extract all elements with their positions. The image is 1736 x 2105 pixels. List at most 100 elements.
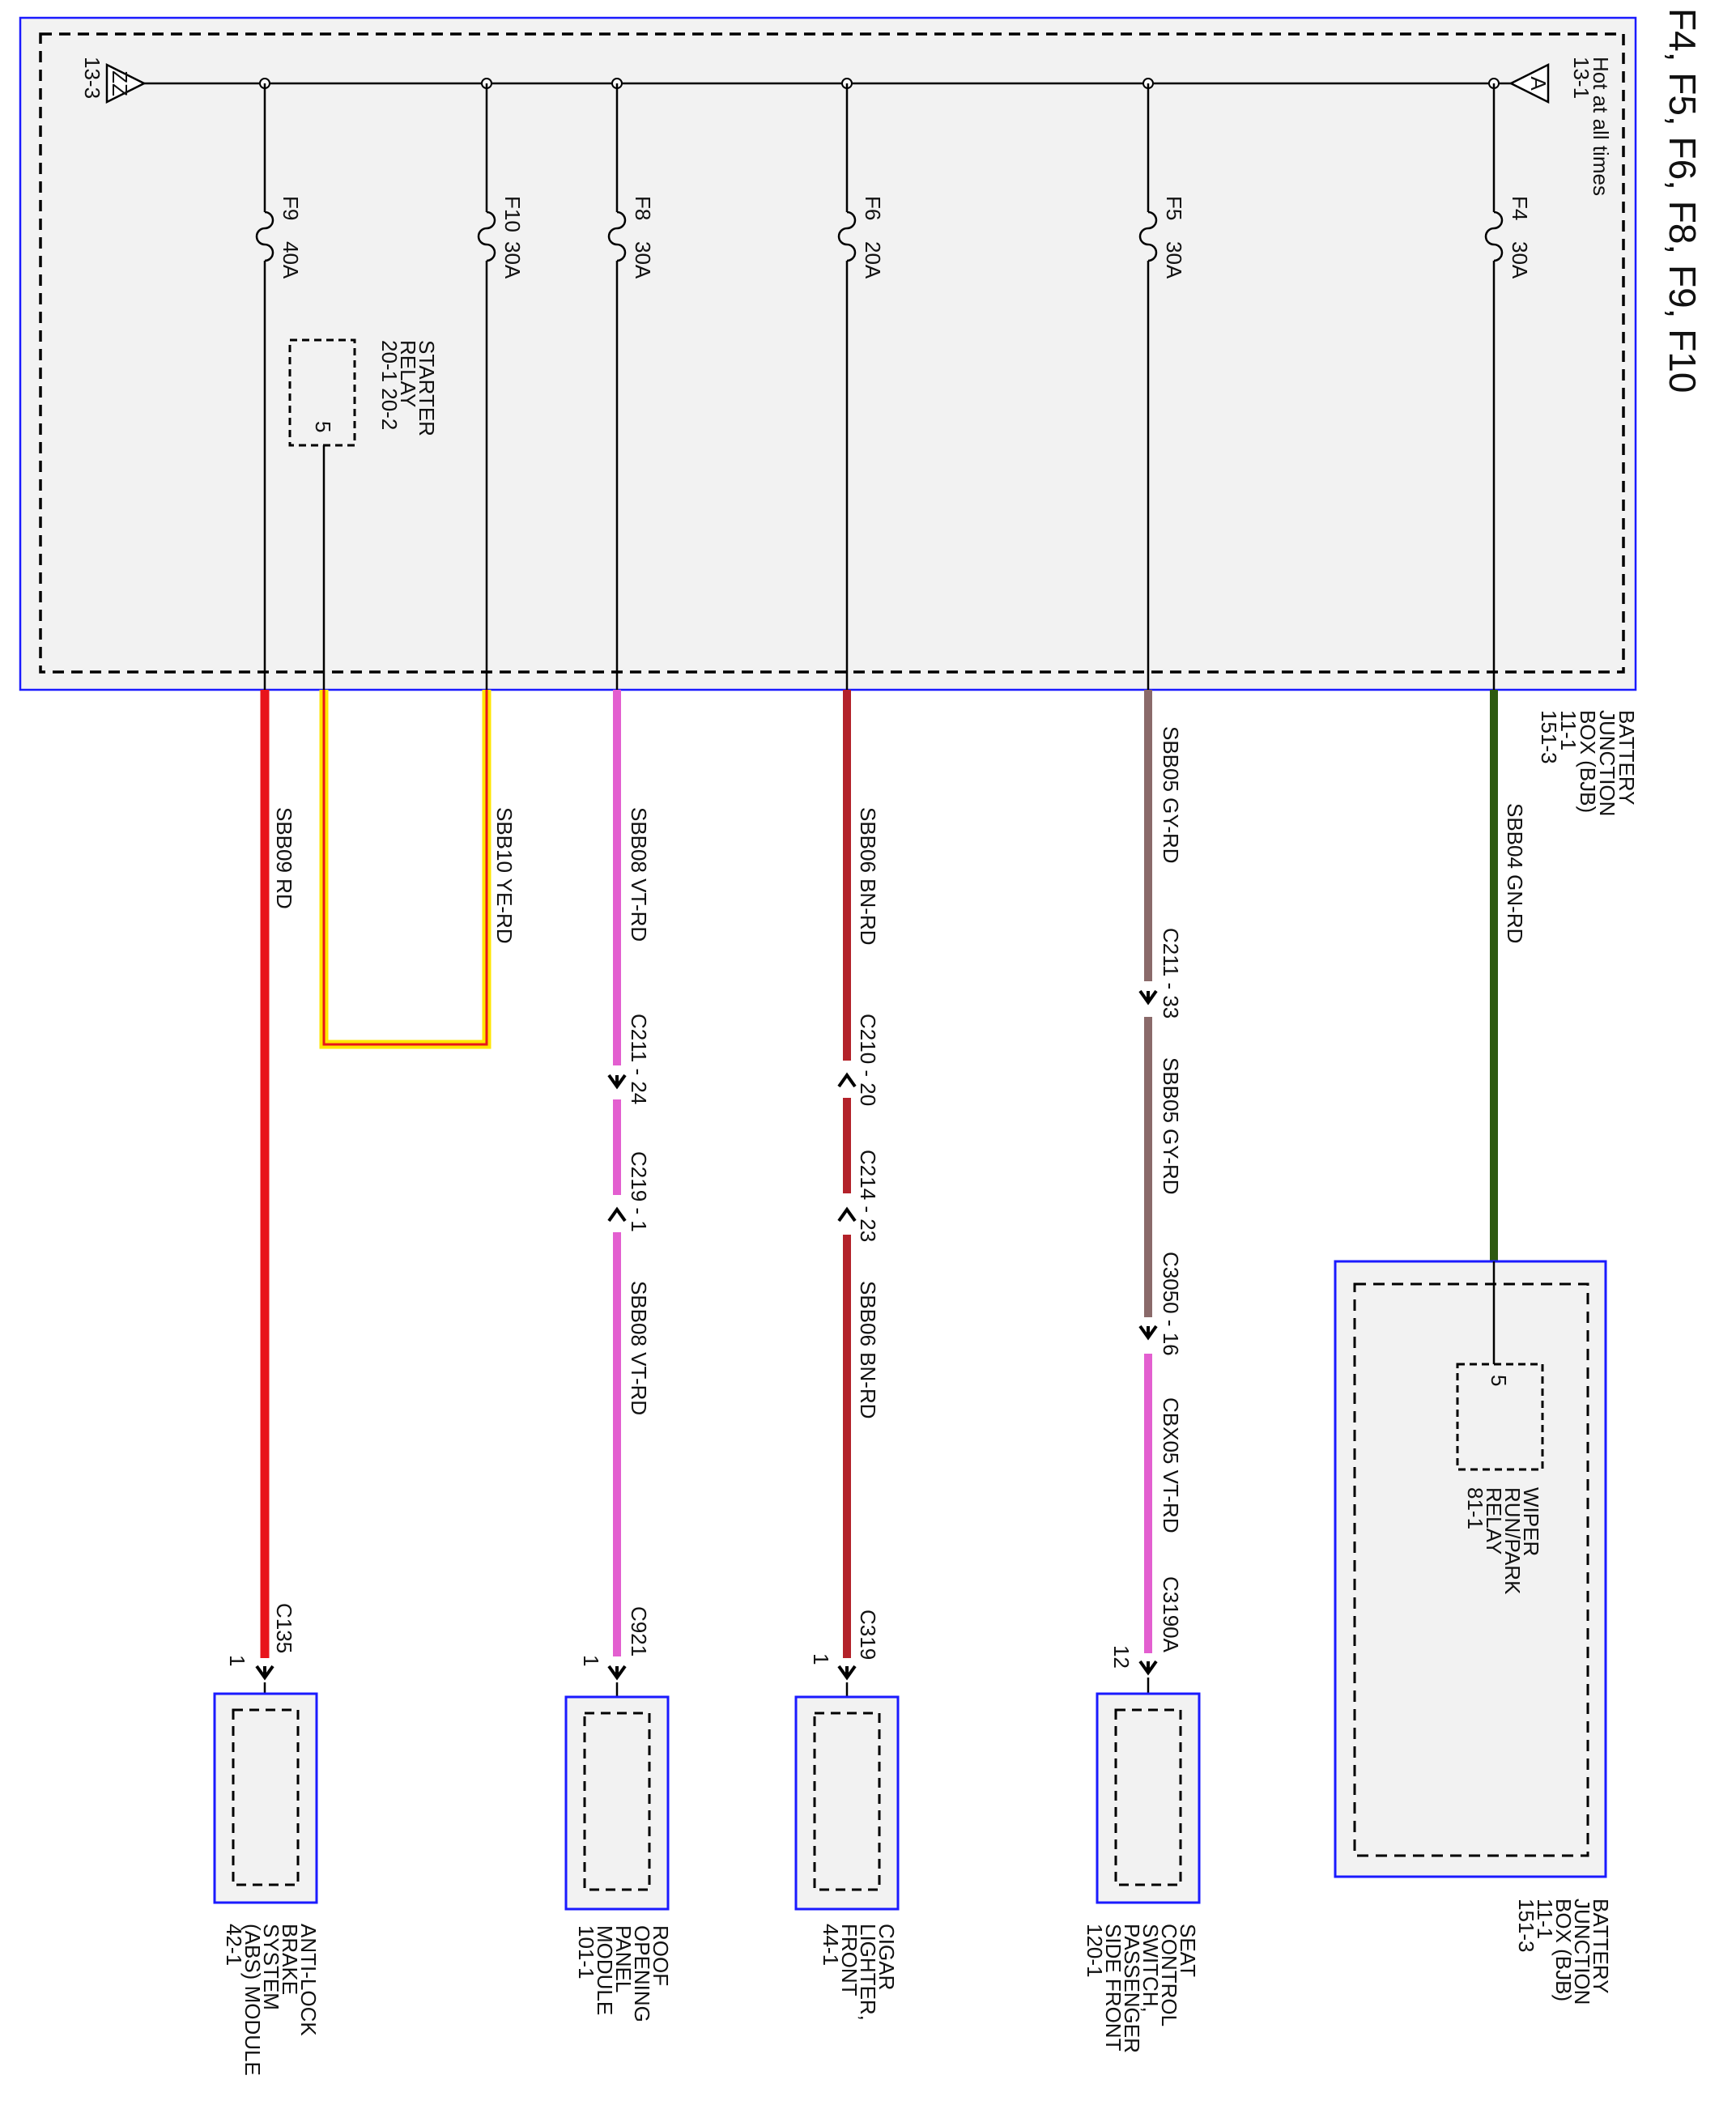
bjb-label: BATTERY JUNCTION BOX (BJB) 11-1 151-3: [1537, 710, 1639, 816]
svg-text:151-3: 151-3: [1514, 1899, 1538, 1953]
wire-sbb05-label-2: SBB05 GY-RD: [1159, 1057, 1183, 1195]
wire-sbb06-label-1: SBB06 BN-RD: [856, 807, 880, 946]
conn-c319-pin: 1: [809, 1653, 833, 1665]
wire-sbb10-label: SBB10 YE-RD: [492, 807, 517, 944]
fuse-f9-rating: 40A: [279, 241, 303, 279]
fuse-f10-id: F10: [500, 196, 525, 232]
svg-text:RELAY: RELAY: [1482, 1487, 1506, 1554]
wire-sbb08-label-2: SBB08 VT-RD: [627, 1281, 651, 1415]
fuse-f5-id: F5: [1162, 196, 1186, 220]
conn-c921-pin: 1: [579, 1655, 603, 1666]
wire-cbx05-label: CBX05 VT-RD: [1159, 1397, 1183, 1533]
battery-junction-box-lower: 5 WIPER RUN/PARK RELAY 81-1: [1334, 1260, 1607, 1878]
svg-text:SWITCH,: SWITCH,: [1138, 1924, 1163, 2013]
conn-zz-symbol: ZZ: [108, 70, 132, 96]
battery-junction-box: [19, 16, 1637, 691]
module-roof-opening-panel: ROOF OPENING PANEL MODULE 101-1: [564, 1695, 673, 2022]
svg-text:CONTROL: CONTROL: [1157, 1924, 1181, 2026]
svg-text:RUN/PARK: RUN/PARK: [1500, 1487, 1525, 1595]
fuse-f6-id: F6: [861, 196, 885, 220]
svg-text:JUNCTION: JUNCTION: [1595, 710, 1619, 816]
starter-relay-pin: 5: [311, 421, 335, 432]
conn-c214-23-label: C214 - 23: [856, 1150, 880, 1242]
svg-text:PASSENGER: PASSENGER: [1120, 1924, 1144, 2053]
module-seat-control-switch: SEAT CONTROL SWITCH, PASSENGER SIDE FRON…: [1083, 1692, 1201, 2053]
svg-text:OPENING: OPENING: [630, 1925, 654, 2022]
conn-c3190a-pin: 12: [1109, 1645, 1134, 1669]
fuse-f10-rating: 30A: [500, 241, 525, 279]
fuse-f9-circuit: F9 40A SBB09 RD C135 1: [225, 78, 303, 1710]
wiper-relay: 5 WIPER RUN/PARK RELAY 81-1: [1456, 1363, 1544, 1595]
conn-c3050-16-label: C3050 - 16: [1159, 1252, 1183, 1356]
connector-a-icon: A: [1494, 62, 1551, 104]
fuse-f8-circuit: F8 30A SBB08 VT-RD C211 - 24 C219 - 1 SB…: [579, 78, 655, 1710]
svg-text:WIPER: WIPER: [1519, 1487, 1543, 1556]
conn-c219-1-label: C219 - 1: [627, 1151, 651, 1232]
conn-c210-20-label: C210 - 20: [856, 1014, 880, 1106]
svg-text:81-1: 81-1: [1463, 1487, 1487, 1529]
fuse-f5-circuit: F5 30A SBB05 GY-RD C211 - 33 SBB05 GY-RD…: [1109, 78, 1186, 1710]
svg-text:20-1 20-2: 20-1 20-2: [377, 340, 402, 430]
conn-c135-pin: 1: [225, 1655, 249, 1666]
wire-sbb04-label: SBB04 GN-RD: [1503, 803, 1527, 943]
svg-text:BATTERY: BATTERY: [1589, 1899, 1613, 1994]
conn-c921-label: C921: [627, 1606, 651, 1656]
module-cigar-lighter: CIGAR LIGHTER, FRONT 44-1: [794, 1695, 900, 2021]
svg-text:11-1: 11-1: [1556, 710, 1581, 751]
conn-c3190a-label: C3190A: [1159, 1576, 1183, 1653]
conn-c211-33-label: C211 - 33: [1159, 928, 1183, 1018]
svg-text:151-3: 151-3: [1537, 710, 1561, 764]
svg-text:42-1: 42-1: [222, 1924, 246, 1966]
svg-text:SYSTEM: SYSTEM: [259, 1924, 283, 2010]
svg-text:44-1: 44-1: [819, 1924, 843, 1966]
svg-text:BOX (BJB): BOX (BJB): [1551, 1899, 1576, 2001]
svg-text:BRAKE: BRAKE: [278, 1924, 302, 1995]
svg-text:RELAY: RELAY: [396, 340, 420, 407]
fuse-f6-circuit: F6 20A SBB06 BN-RD C210 - 20 C214 - 23 S…: [809, 78, 885, 1710]
svg-text:120-1: 120-1: [1083, 1924, 1107, 1978]
conn-c135-label: C135: [272, 1603, 296, 1653]
svg-text:PANEL: PANEL: [611, 1925, 636, 1992]
svg-text:MODULE: MODULE: [593, 1925, 617, 2015]
svg-text:11-1: 11-1: [1533, 1899, 1557, 1939]
bjb-lower-label: BATTERY JUNCTION BOX (BJB) 11-1 151-3: [1514, 1899, 1613, 2005]
wire-sbb10: [319, 690, 491, 1049]
svg-text:101-1: 101-1: [574, 1925, 598, 1980]
svg-text:CIGAR: CIGAR: [874, 1924, 899, 1990]
conn-c319-label: C319: [856, 1610, 880, 1660]
starter-relay: 5 STARTER RELAY 20-1 20-2: [288, 338, 439, 447]
conn-a-symbol: A: [1526, 76, 1551, 91]
fuse-f8-id: F8: [631, 196, 655, 220]
fuse-f5-rating: 30A: [1162, 241, 1186, 279]
svg-text:(ABS) MODULE: (ABS) MODULE: [240, 1924, 265, 2076]
svg-text:ROOF: ROOF: [649, 1925, 673, 1986]
wire-sbb06-label-2: SBB06 BN-RD: [856, 1281, 880, 1419]
wire-sbb09-label: SBB09 RD: [272, 807, 296, 909]
fuse-f4-rating: 30A: [1508, 241, 1532, 279]
svg-text:STARTER: STARTER: [415, 340, 439, 436]
conn-zz-ref: 13-3: [80, 57, 104, 99]
svg-text:LIGHTER,: LIGHTER,: [856, 1924, 880, 2021]
module-abs: ANTI-LOCK BRAKE SYSTEM (ABS) MODULE 42-1: [213, 1692, 321, 2076]
conn-c211-24-label: C211 - 24: [627, 1014, 651, 1104]
fuse-f4-id: F4: [1508, 196, 1532, 220]
fuse-f8-rating: 30A: [631, 241, 655, 279]
fuse-f6-rating: 20A: [861, 241, 885, 279]
svg-text:FRONT: FRONT: [837, 1924, 862, 1997]
svg-text:ANTI-LOCK: ANTI-LOCK: [296, 1924, 321, 2036]
svg-text:SEAT: SEAT: [1176, 1924, 1200, 1977]
wiper-relay-pin: 5: [1487, 1375, 1511, 1386]
wire-sbb05-label-1: SBB05 GY-RD: [1159, 726, 1183, 864]
fuse-f9-id: F9: [279, 196, 303, 220]
hot-at-all-times-label: Hot at all times: [1589, 57, 1613, 196]
wire-sbb08-label-1: SBB08 VT-RD: [627, 807, 651, 942]
page-title: F4, F5, F6, F8, F9, F10: [1662, 8, 1704, 393]
connector-zz-icon: ZZ: [105, 62, 147, 104]
conn-a-ref: 13-1: [1569, 57, 1593, 99]
fuse-f10-circuit: F10 30A SBB10 YE-RD: [319, 78, 525, 1049]
svg-text:BOX (BJB): BOX (BJB): [1576, 710, 1600, 813]
fuse-f4-circuit: F4 30A SBB04 GN-RD: [1484, 78, 1532, 1261]
svg-text:JUNCTION: JUNCTION: [1570, 1899, 1594, 2005]
svg-text:SIDE FRONT: SIDE FRONT: [1101, 1924, 1125, 2052]
